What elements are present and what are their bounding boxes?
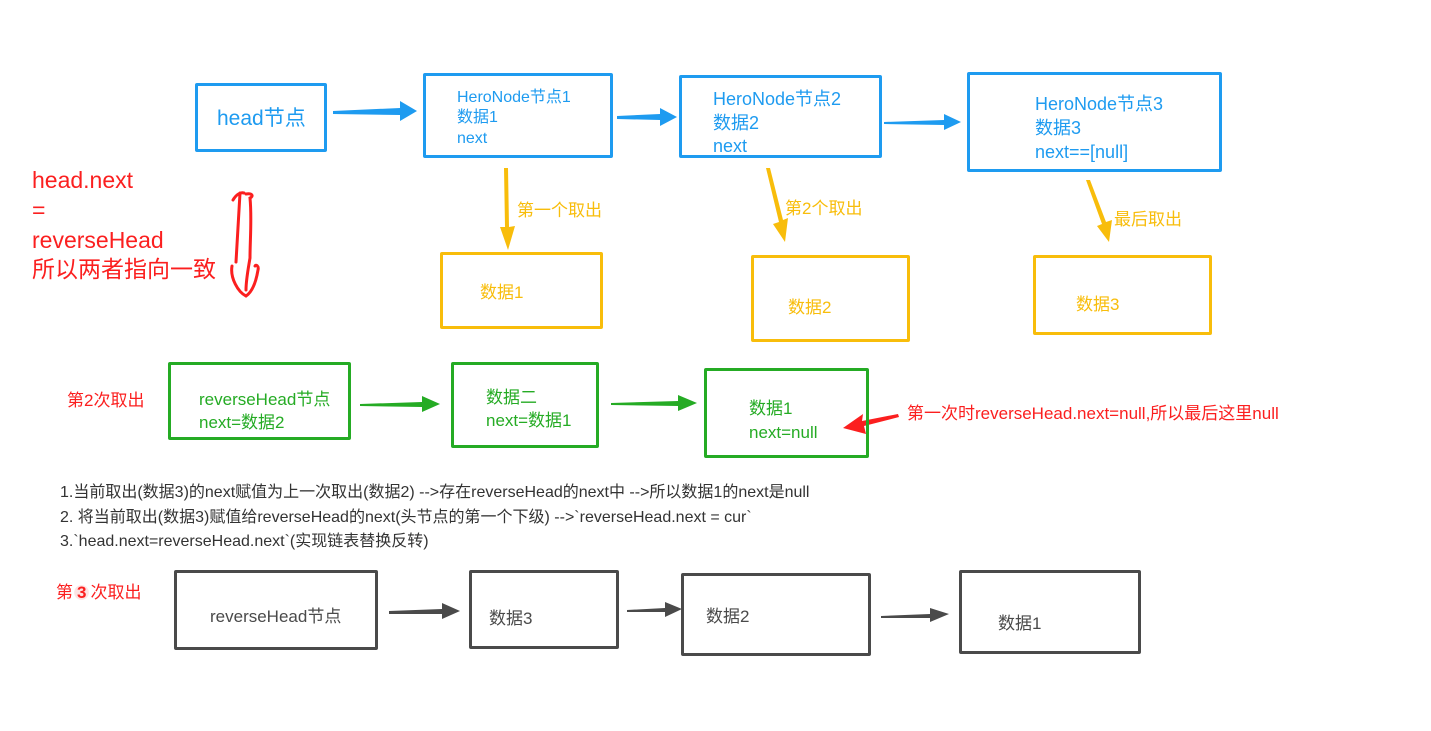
data2-node-dark-label: 数据2 [706, 607, 750, 626]
reverse-head-node-2-next: next=数据2 [199, 413, 285, 432]
step-3: 3.`head.next=reverseHead.next`(实现链表替换反转) [60, 533, 429, 550]
extracted-data-3-label: 数据3 [1076, 295, 1120, 314]
data3-node-dark: 数据3 [469, 570, 619, 649]
step-1: 1.当前取出(数据3)的next赋值为上一次取出(数据2) -->存在rever… [60, 484, 810, 501]
hero-node-3-data: 数据3 [1035, 118, 1082, 138]
data2-node-green-next: next=数据1 [486, 411, 572, 430]
arrow-data2-to-data1 [611, 395, 697, 411]
head-node: head节点 [195, 83, 327, 152]
arrow-extract-1 [500, 168, 515, 250]
arrow-extract-2 [766, 168, 788, 242]
arrow-rh-to-data2 [360, 396, 440, 412]
hero-node-2-data: 数据2 [713, 113, 760, 133]
reverse-head-node-3-label: reverseHead节点 [210, 607, 342, 626]
data1-node-dark-label: 数据1 [998, 614, 1042, 633]
left-note-line-3: reverseHead [32, 227, 164, 253]
arrow-extract-3 [1086, 180, 1112, 242]
reverse-head-node-3: reverseHead节点 [174, 570, 378, 650]
arrow-data3-to-data2 [627, 602, 682, 617]
extract-label-3: 最后取出 [1114, 210, 1182, 229]
arrow-node2-to-node3 [884, 114, 961, 130]
hero-node-2-next: next [713, 136, 748, 156]
third-round-label-prefix: 第 [56, 583, 73, 602]
reverse-head-node-2-title: reverseHead节点 [199, 390, 331, 409]
data1-node-green-next: next=null [749, 423, 818, 442]
extracted-data-2-label: 数据2 [788, 298, 832, 317]
data1-node-dark: 数据1 [959, 570, 1141, 654]
arrow-node1-to-node2 [617, 108, 677, 126]
arrow-head-to-node1 [333, 101, 417, 121]
hero-node-1-next: next [457, 130, 488, 147]
extracted-data-2: 数据2 [751, 255, 910, 342]
hero-node-2: HeroNode节点2 数据2 next [679, 75, 882, 158]
left-note-line-1: head.next [32, 167, 134, 193]
hero-node-3: HeroNode节点3 数据3 next==[null] [967, 72, 1222, 172]
extracted-data-3: 数据3 [1033, 255, 1212, 335]
hero-node-2-title: HeroNode节点2 [713, 89, 842, 109]
left-note-line-2: = [32, 197, 46, 223]
extract-label-1: 第一个取出 [517, 201, 602, 220]
double-arrow-icon [230, 191, 260, 298]
reverse-head-node-2: reverseHead节点 next=数据2 [168, 362, 351, 440]
left-note-line-4: 所以两者指向一致 [32, 256, 216, 282]
arrow-rh-to-data3 [389, 603, 460, 619]
null-annotation: 第一次时reverseHead.next=null,所以最后这里null [907, 404, 1279, 423]
head-node-label: head节点 [217, 107, 306, 130]
second-round-label: 第2次取出 [67, 391, 145, 410]
extracted-data-1: 数据1 [440, 252, 603, 329]
data2-node-green-title: 数据二 [486, 388, 537, 407]
arrow-data2-to-data1 [881, 608, 949, 622]
data3-node-dark-label: 数据3 [489, 609, 533, 628]
data2-node-dark: 数据2 [681, 573, 871, 656]
data2-node-green: 数据二 next=数据1 [451, 362, 599, 448]
hero-node-3-title: HeroNode节点3 [1035, 94, 1164, 114]
hero-node-1: HeroNode节点1 数据1 next [423, 73, 613, 158]
hero-node-3-next: next==[null] [1035, 142, 1129, 162]
data1-node-green-title: 数据1 [749, 399, 793, 418]
hero-node-1-data: 数据1 [457, 109, 498, 126]
third-round-label-number: 3 [73, 583, 91, 602]
arrow-annotation [843, 414, 899, 434]
data1-node-green: 数据1 next=null [704, 368, 869, 458]
third-round-label-suffix: 次取出 [90, 583, 142, 602]
step-2: 2. 将当前取出(数据3)赋值给reverseHead的next(头节点的第一个… [60, 509, 752, 526]
extract-label-2: 第2个取出 [785, 199, 863, 218]
hero-node-1-title: HeroNode节点1 [457, 89, 571, 106]
extracted-data-1-label: 数据1 [480, 283, 524, 302]
